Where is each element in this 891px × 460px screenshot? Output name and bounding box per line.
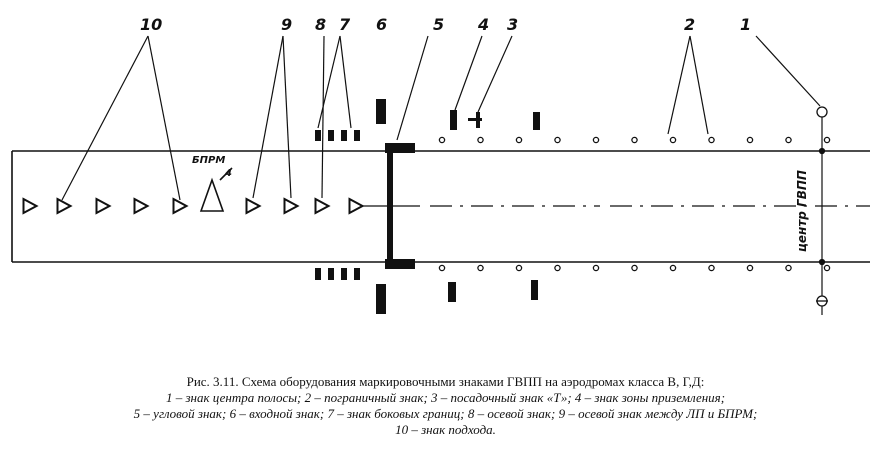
callout-number: 7 [339,15,351,34]
callout-number: 1 [740,15,751,34]
boundary-sign [515,264,523,272]
bprm-sign-number: 4 [224,168,232,179]
callout-leader [755,35,821,107]
callout-number: 4 [477,15,489,34]
threshold-line [387,145,393,267]
boundary-sign [438,264,446,272]
centerline-sign [348,197,365,215]
callout-leader [667,35,691,135]
corner-sign-top [385,143,415,153]
callout-leader [61,35,149,201]
callout-leader [454,35,483,111]
strip-outline [11,150,870,263]
centerline-sign [283,197,300,215]
callout-leader [477,35,513,113]
callout-number: 10 [140,15,162,34]
approach-sign [95,197,112,215]
boundary-signs [438,136,831,272]
boundary-sign [438,136,446,144]
caption-legend-line-1: 1 – знак центра полосы; 2 – пограничный … [165,390,726,405]
callout-leaders [61,35,821,201]
entry-sign-bottom [376,284,386,314]
approach-sign [22,197,39,215]
boundary-sign [669,264,677,272]
caption-legend-line-3: 10 – знак подхода. [395,422,496,437]
callout-leader [317,35,341,129]
boundary-sign [477,264,484,272]
callout-number: 3 [507,15,518,34]
caption-legend-line-2: 5 – угловой знак; 6 – входной знак; 7 – … [133,406,758,421]
callout-number: 2 [684,15,695,34]
bprm-marker [199,167,233,212]
callout-leader [689,35,709,135]
boundary-sign [592,264,600,272]
callout-leader [252,35,284,199]
centerline-sign [314,197,331,215]
callout-leader [396,35,429,141]
landing-t-sign [468,118,482,121]
touchdown-sign-bottom [448,282,456,302]
center-label: центр ГВПП [795,170,809,252]
approach-sign [56,197,73,215]
boundary-sign [823,264,831,272]
boundary-sign [785,264,792,272]
boundary-sign [477,136,484,144]
runway-center-sign [816,106,828,315]
callout-leader [339,35,352,129]
touchdown-zone-signs [448,110,540,302]
boundary-sign [554,136,561,144]
boundary-sign [746,264,754,272]
callout-leader [282,35,292,199]
callout-number: 5 [433,15,444,34]
boundary-sign [515,136,523,144]
figure-caption: Рис. 3.11. Схема оборудования маркировоч… [0,374,891,438]
boundary-sign [592,136,600,144]
corner-sign-bottom [385,259,415,269]
approach-sign [133,197,150,215]
callout-number: 9 [281,15,292,34]
threshold-corner-marks [385,143,415,269]
bprm-label: БПРМ [192,155,225,166]
entry-signs [376,99,386,314]
boundary-sign [631,136,638,144]
approach-sign [172,197,189,215]
touchdown-sign-bottom-2 [531,280,538,300]
callout-leader [147,35,181,201]
boundary-sign [631,264,638,272]
boundary-sign [823,136,831,144]
boundary-sign [669,136,677,144]
boundary-sign [746,136,754,144]
touchdown-sign-top [450,110,457,130]
side-boundary-signs [315,130,360,280]
center-sign-top [816,106,828,118]
boundary-sign [708,136,715,144]
boundary-sign [554,264,561,272]
boundary-sign [785,136,792,144]
touchdown-sign-top-2 [533,112,540,130]
callout-number: 6 [376,15,387,34]
centerline-sign [245,197,262,215]
bprm-triangle [199,177,225,212]
boundary-sign [708,264,715,272]
callout-number: 8 [315,15,326,34]
entry-sign-top [376,99,386,124]
callout-leader [321,35,325,199]
approach-signs [22,197,365,215]
caption-title: Рис. 3.11. Схема оборудования маркировоч… [186,374,705,389]
